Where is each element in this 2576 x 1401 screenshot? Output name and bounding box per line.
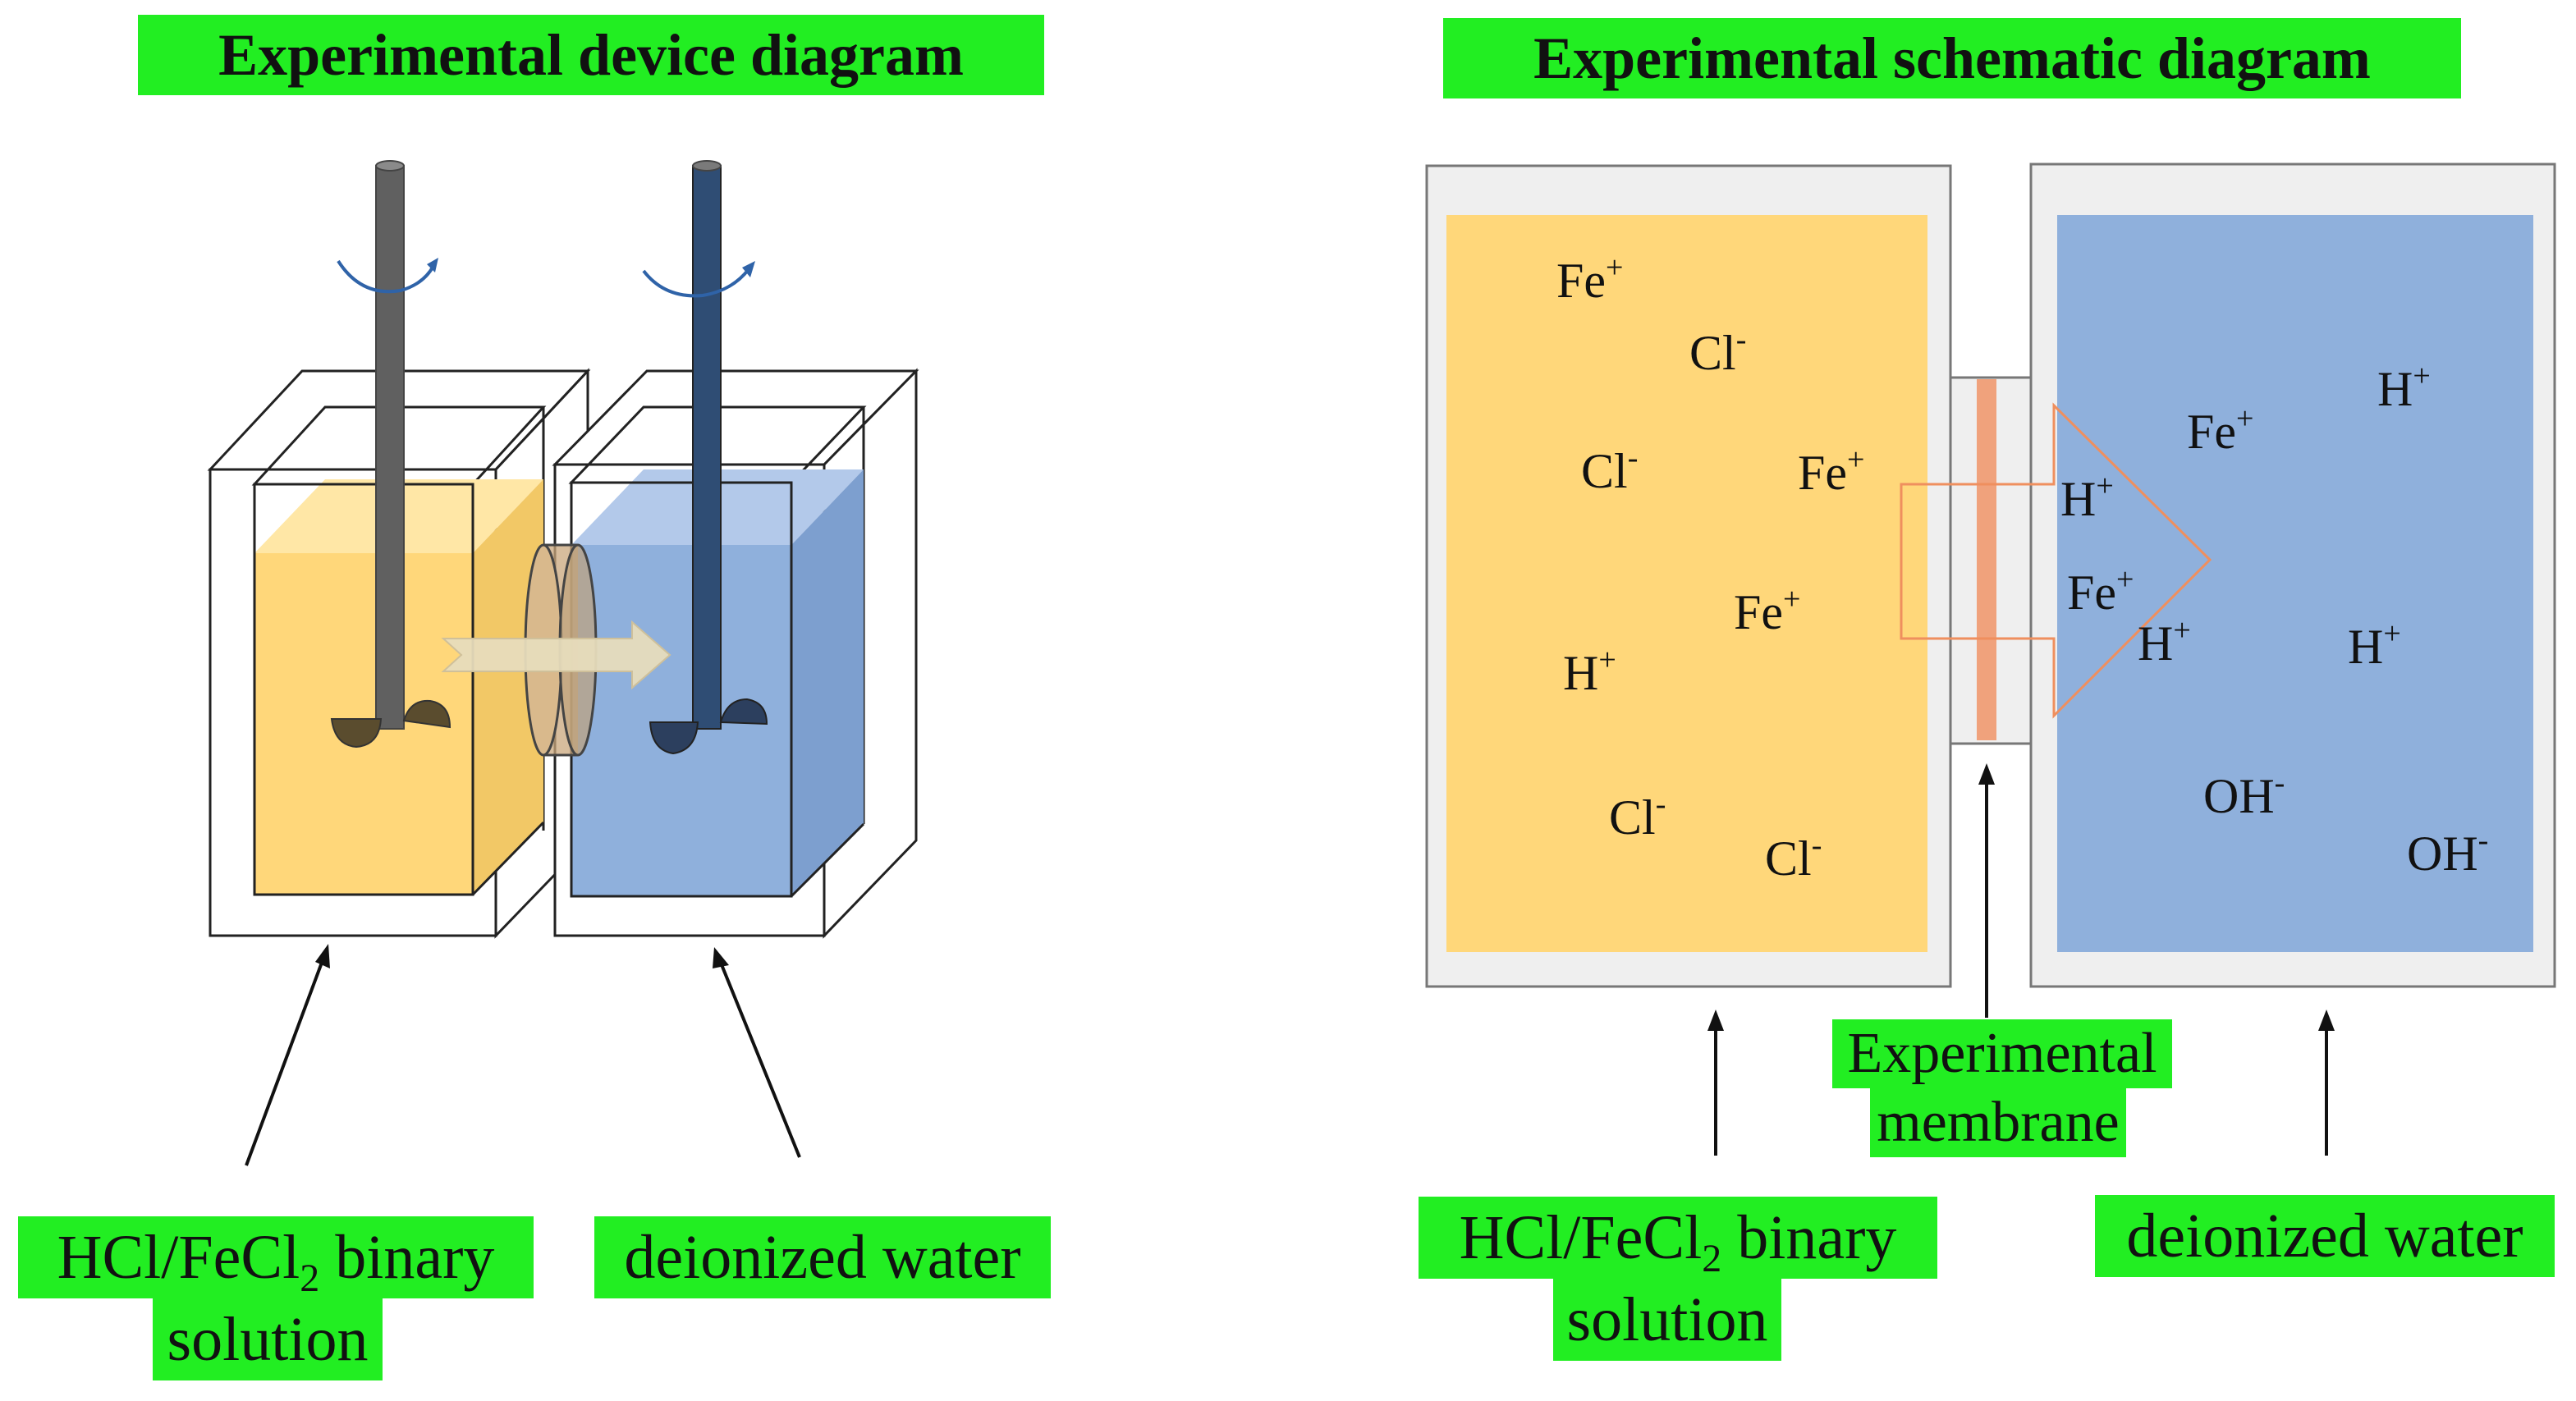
- left-rotation-arrow: [337, 259, 435, 294]
- ion-label: H+: [1563, 643, 1616, 700]
- right-solution-label-line2: solution: [1553, 1279, 1781, 1361]
- water-chamber-solution: [2057, 215, 2533, 952]
- flow-arrow: [1900, 402, 2212, 719]
- ion-label: H+: [2138, 613, 2191, 671]
- right-stirrer: [642, 160, 768, 755]
- right-title: Experimental schematic diagram: [1443, 18, 2461, 98]
- left-solution-label-line2: solution: [153, 1298, 383, 1380]
- right-solution-label: HCl/FeCl2 binary: [1419, 1197, 1937, 1280]
- ion-label: Fe+: [1556, 250, 1623, 308]
- ion-label: Cl-: [1765, 828, 1822, 886]
- membrane-disk: [524, 543, 598, 757]
- ion-label: Fe+: [1798, 442, 1864, 500]
- membrane-strip: [1977, 379, 1996, 740]
- ion-label: Fe+: [2187, 401, 2253, 459]
- ion-label: OH-: [2203, 766, 2285, 823]
- membrane-label-line2: membrane: [1870, 1088, 2126, 1157]
- schematic-diagram: Fe+ Cl- Cl- Fe+ Fe+ H+ Cl- Cl- H+ Fe+ H+…: [1425, 163, 2556, 1156]
- ion-label: Cl-: [1581, 441, 1638, 498]
- ion-label: Cl-: [1689, 323, 1746, 380]
- right-beaker: [552, 368, 919, 939]
- transfer-arrow: [441, 620, 672, 690]
- ion-label: Cl-: [1609, 787, 1666, 845]
- right-water-label: deionized water: [2095, 1195, 2555, 1277]
- ion-label: H+: [2348, 616, 2401, 674]
- membrane-label-line1: Experimental: [1832, 1019, 2172, 1088]
- ion-label: H+: [2060, 469, 2114, 526]
- left-solution-pointer: [245, 953, 327, 1166]
- left-beaker: [207, 368, 591, 939]
- left-solution-label: HCl/FeCl2 binary: [18, 1216, 534, 1300]
- acid-liquid-side: [473, 479, 543, 895]
- right-rotation-arrow: [642, 268, 750, 298]
- acid-chamber-solution: [1446, 215, 1927, 952]
- ion-label: H+: [2377, 359, 2431, 416]
- ion-label: Fe+: [1734, 582, 1800, 639]
- left-water-pointer: [717, 958, 801, 1158]
- device-diagram: [207, 160, 919, 1166]
- left-title: Experimental device diagram: [138, 15, 1044, 95]
- left-stirrer: [330, 160, 451, 749]
- water-liquid-side: [791, 469, 864, 896]
- left-water-label: deionized water: [594, 1216, 1051, 1298]
- ion-label: OH-: [2407, 823, 2488, 881]
- ion-label: Fe+: [2067, 562, 2134, 620]
